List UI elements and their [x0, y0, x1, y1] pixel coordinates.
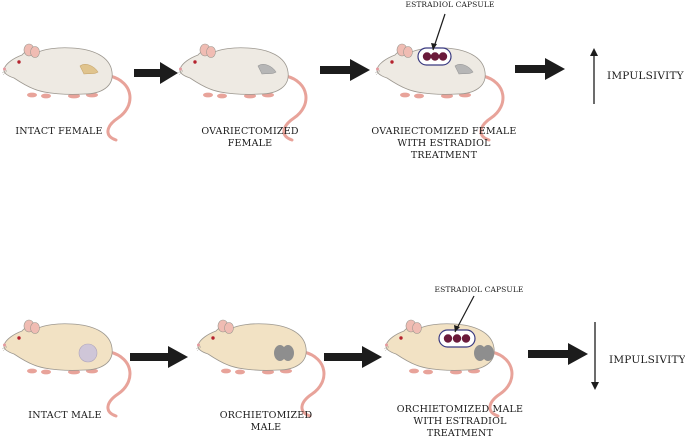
bottom-rat-intact [0, 318, 132, 418]
top-rat-intact [0, 42, 132, 142]
testis-removed-icon [482, 345, 494, 361]
bottom-capsule-label: ESTRADIOL CAPSULE [434, 285, 524, 294]
top-stage2-label: OVARIECTOMIZED FEMALE [201, 126, 299, 149]
bottom-stage1-label: INTACT MALE [28, 410, 102, 421]
top-stage1-label: INTACT FEMALE [15, 126, 103, 137]
impulsivity-up-arrow [590, 48, 598, 104]
top-arrow-3 [515, 58, 565, 80]
top-capsule-label: ESTRADIOL CAPSULE [405, 0, 495, 9]
bottom-rat-estradiol [382, 318, 514, 418]
bottom-stage2-label: ORCHIETOMIZED MALE [219, 410, 313, 433]
impulsivity-down-arrow [591, 322, 599, 390]
bottom-arrow-3 [528, 343, 588, 365]
top-arrow-2 [320, 59, 370, 81]
testis-removed-icon [282, 345, 294, 361]
top-outcome-label: IMPULSIVITY [607, 70, 684, 82]
ovary-removed-icon [454, 64, 474, 75]
top-arrow-1 [134, 62, 178, 84]
bottom-outcome-label: IMPULSIVITY [609, 354, 685, 366]
top-rat-estradiol [373, 42, 505, 142]
bottom-arrow-1 [130, 346, 188, 368]
bottom-rat-orchiectomized [194, 318, 326, 418]
bottom-stage3-label: ORCHIETOMIZED MALE WITH ESTRADIOL TREATM… [396, 404, 524, 439]
ovary-removed-icon [257, 64, 277, 75]
top-stage3-label: OVARIECTOMIZED FEMALE WITH ESTRADIOL TRE… [371, 126, 517, 161]
bottom-arrow-2 [324, 346, 382, 368]
capsule-pointer [454, 295, 475, 333]
ovary-icon [79, 64, 99, 75]
top-rat-ovariectomized [176, 42, 308, 142]
testis-icon [78, 343, 98, 363]
